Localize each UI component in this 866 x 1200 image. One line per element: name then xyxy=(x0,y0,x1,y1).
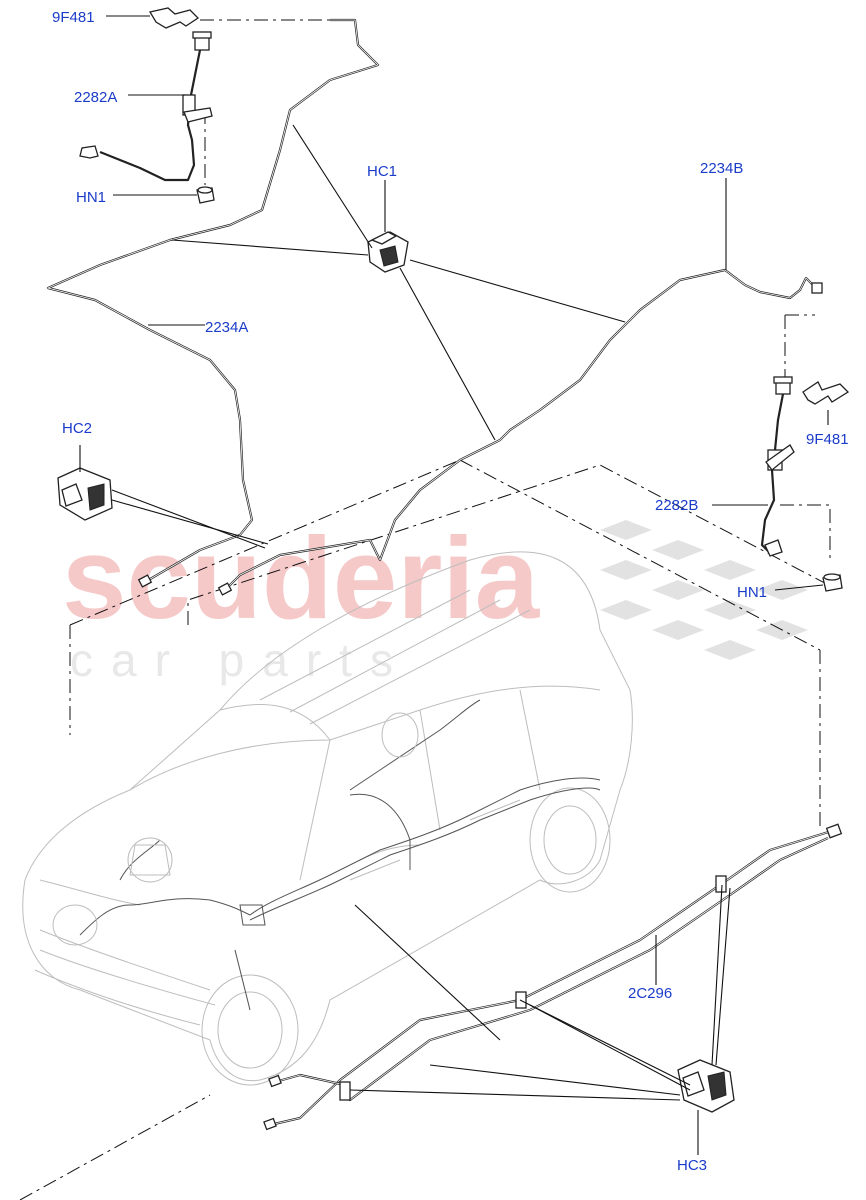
label-2c296: 2C296 xyxy=(628,985,672,1002)
brake-hose-2282a xyxy=(79,31,213,182)
nut-hn1-right xyxy=(822,573,843,592)
vehicle-brake-lines xyxy=(52,699,601,1011)
label-2234b: 2234B xyxy=(700,160,743,177)
brake-pipe-2234b xyxy=(217,268,823,596)
watermark-checker xyxy=(600,520,808,660)
clip-9f481-top xyxy=(148,7,200,29)
brake-pipe-2c296 xyxy=(263,823,843,1131)
nut-hn1-top xyxy=(196,186,215,204)
clip-hc2 xyxy=(57,467,113,521)
brake-pipe-2234a xyxy=(46,18,380,588)
watermark-brand: scuderia xyxy=(62,513,541,643)
clip-hc1 xyxy=(367,231,409,273)
label-2234a: 2234A xyxy=(205,319,248,336)
watermark: scuderia car parts xyxy=(62,513,808,686)
label-9f481-top: 9F481 xyxy=(52,9,95,26)
watermark-tagline: car parts xyxy=(70,634,411,686)
clip-hc3 xyxy=(677,1059,735,1113)
label-hc3: HC3 xyxy=(677,1157,707,1174)
assembly-outline xyxy=(19,19,839,1200)
label-2282a: 2282A xyxy=(74,89,117,106)
clip-9f481-right xyxy=(802,381,850,405)
label-2282b: 2282B xyxy=(655,497,698,514)
label-hc2: HC2 xyxy=(62,420,92,437)
part-labels: 9F481 2282A HN1 HC1 2234B 2234A HC2 9F48… xyxy=(52,9,849,1174)
label-hn1-top: HN1 xyxy=(76,189,106,206)
label-hc1: HC1 xyxy=(367,163,397,180)
leader-lines xyxy=(79,15,829,1155)
label-9f481-right: 9F481 xyxy=(806,431,849,448)
label-hn1-right: HN1 xyxy=(737,584,767,601)
vehicle-outline xyxy=(22,551,633,1086)
brake-hose-2282b xyxy=(760,376,795,557)
